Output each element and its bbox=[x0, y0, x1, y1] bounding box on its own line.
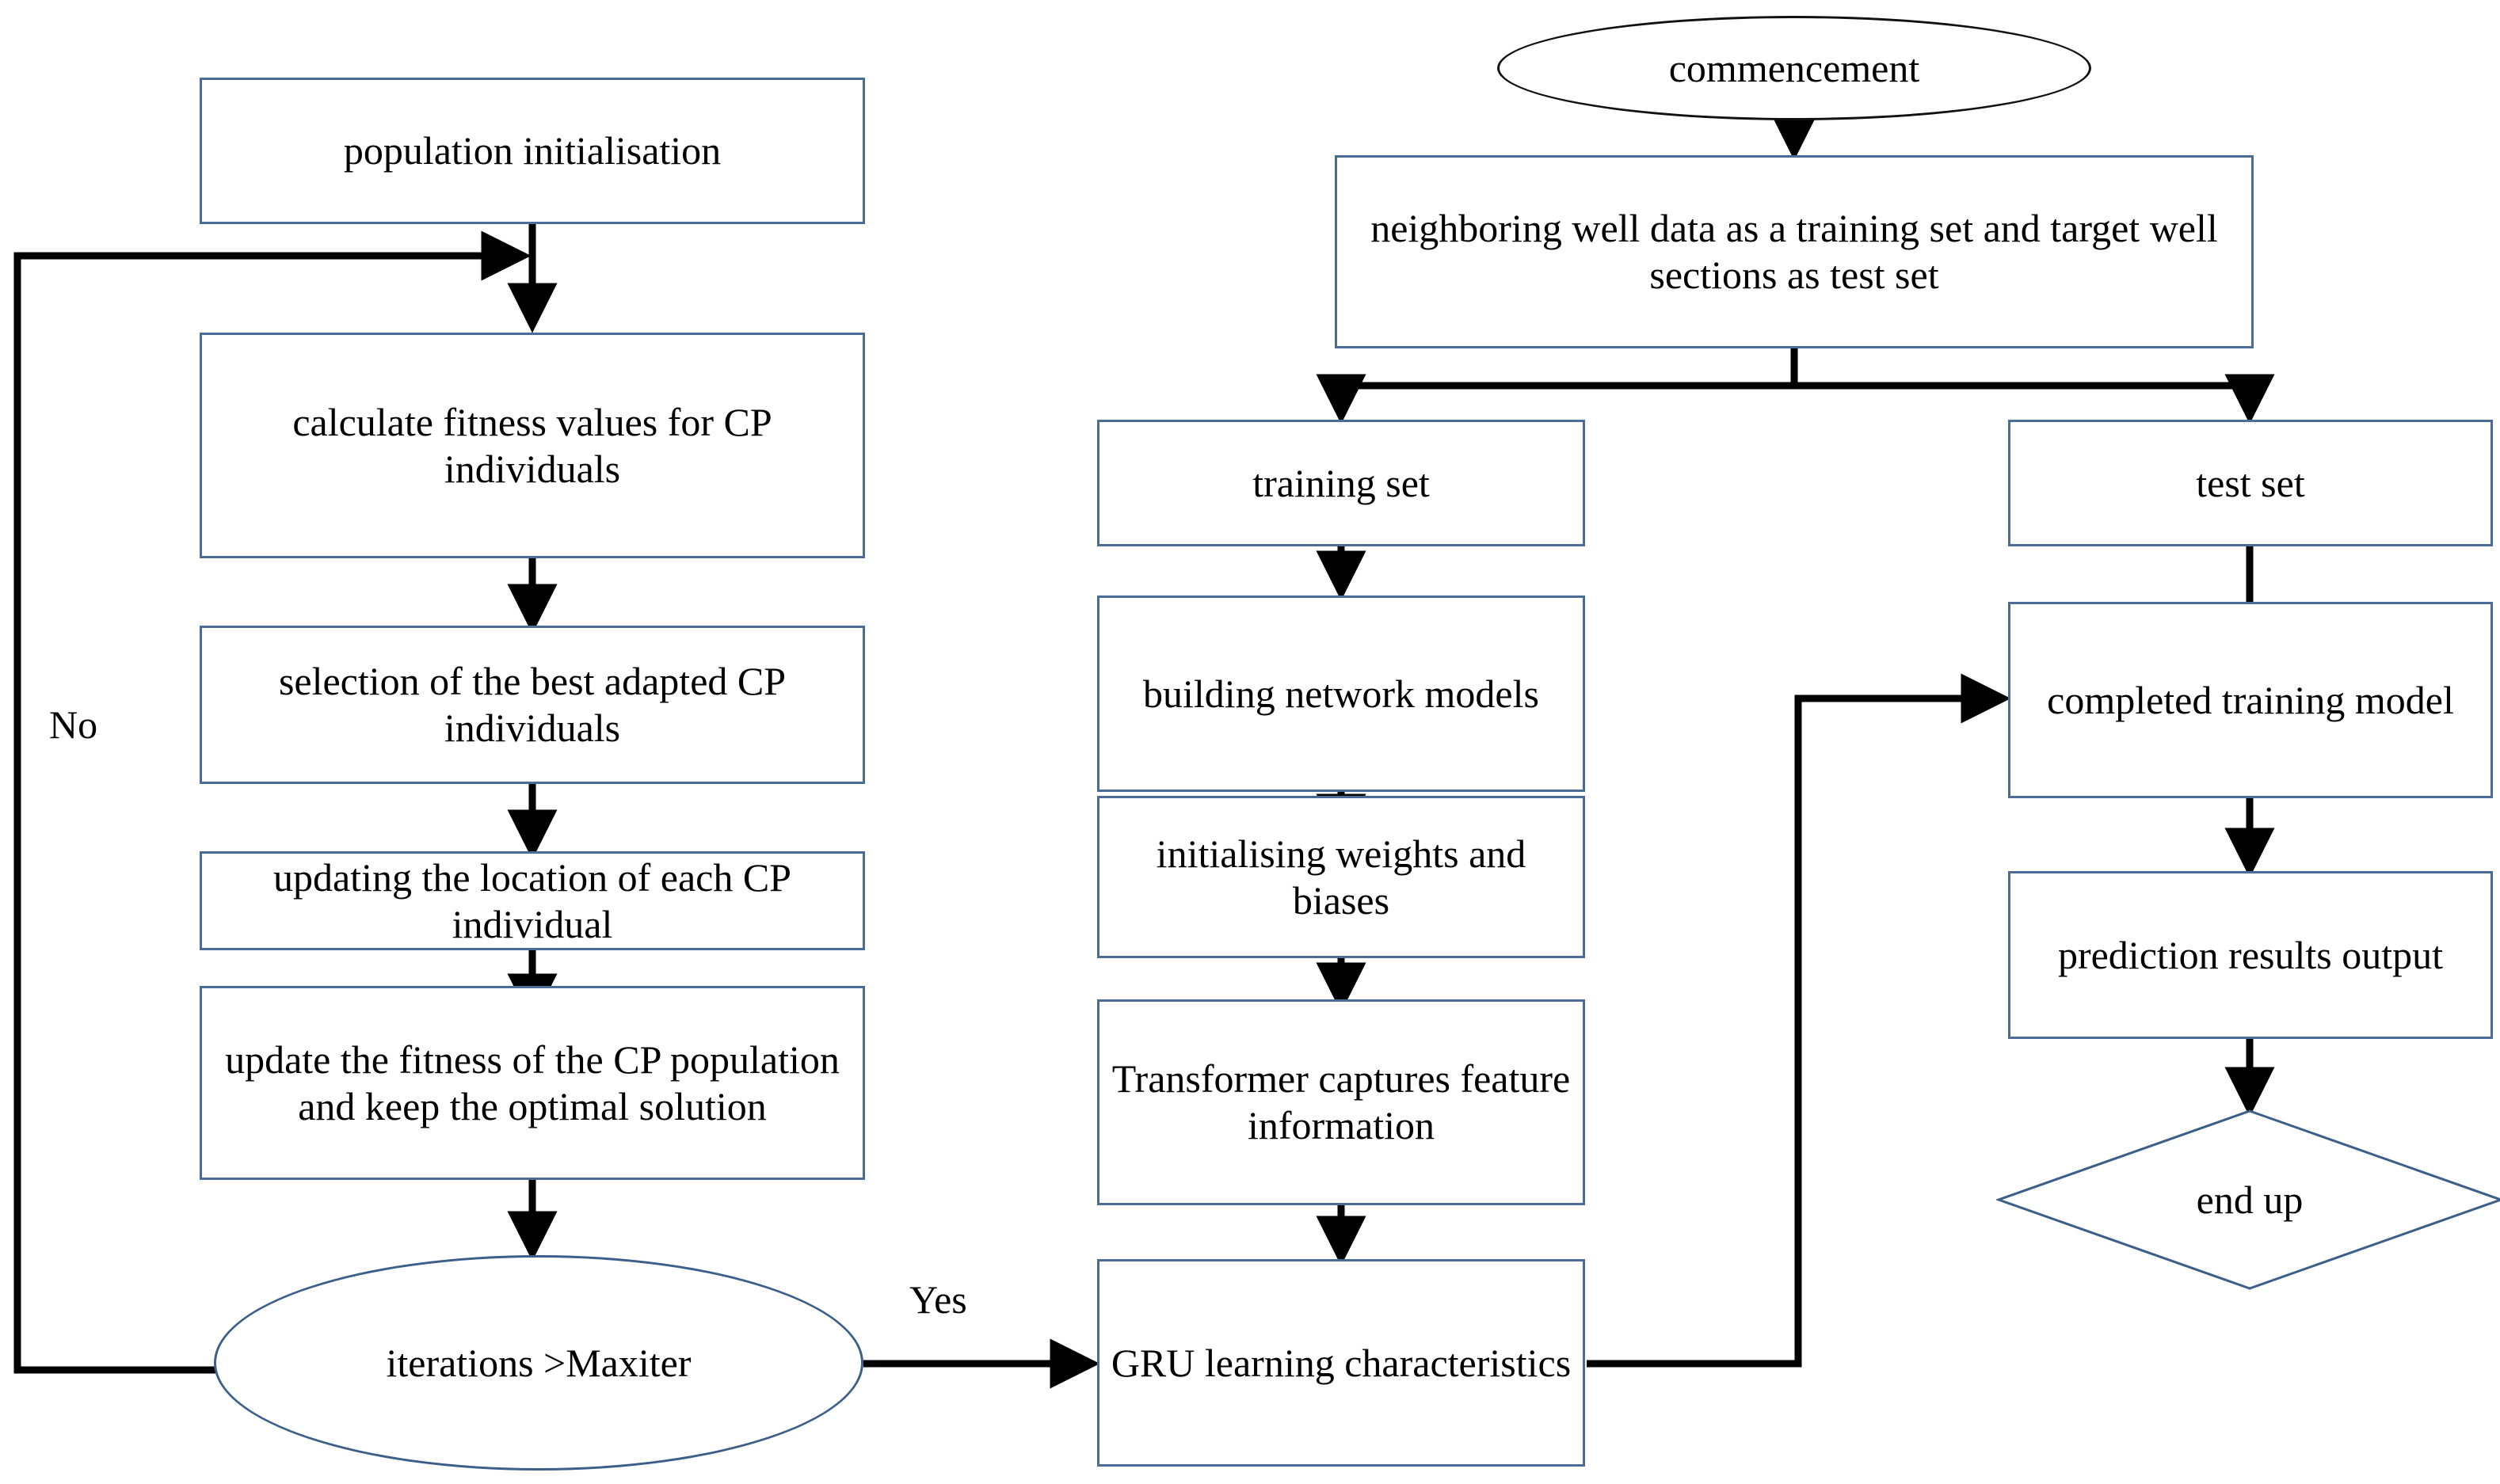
node-updating-location[interactable]: updating the location of each CP individ… bbox=[200, 851, 865, 950]
edge-datasplit-to-testset bbox=[1792, 374, 2275, 424]
node-population-initialisation[interactable]: population initialisation bbox=[200, 78, 865, 224]
node-label: end up bbox=[2196, 1178, 2304, 1222]
edge-gru-to-completedmodel bbox=[1587, 673, 2011, 1368]
node-data-split[interactable]: neighboring well data as a training set … bbox=[1335, 155, 2254, 348]
diamond-shape bbox=[1996, 1109, 2500, 1290]
node-label: Transformer captures feature information bbox=[1111, 1056, 1571, 1147]
node-label: calculate fitness values for CP individu… bbox=[292, 399, 772, 491]
edge-label-no: No bbox=[49, 702, 98, 747]
node-label: selection of the best adapted CP individ… bbox=[278, 659, 787, 750]
node-test-set[interactable]: test set bbox=[2008, 420, 2493, 546]
node-label: prediction results output bbox=[2057, 932, 2444, 977]
node-building-network-models[interactable]: building network models bbox=[1097, 596, 1585, 792]
node-label: iterations >Maxiter bbox=[386, 1340, 692, 1385]
node-label: neighboring well data as a training set … bbox=[1370, 206, 2218, 297]
node-transformer-captures[interactable]: Transformer captures feature information bbox=[1097, 999, 1585, 1205]
node-iterations-check[interactable]: iterations >Maxiter bbox=[214, 1255, 863, 1471]
node-label: test set bbox=[2196, 460, 2305, 505]
node-gru-learning[interactable]: GRU learning characteristics bbox=[1097, 1259, 1585, 1467]
node-label: updating the location of each CP individ… bbox=[272, 854, 791, 946]
edge-datasplit-to-trainingset bbox=[1316, 374, 1797, 424]
node-commencement[interactable]: commencement bbox=[1497, 16, 2091, 120]
node-label: update the fitness of the CP population … bbox=[225, 1037, 840, 1128]
node-label: commencement bbox=[1668, 45, 1920, 90]
node-end-up[interactable]: end up bbox=[1996, 1109, 2500, 1291]
node-calculate-fitness[interactable]: calculate fitness values for CP individu… bbox=[200, 333, 865, 558]
node-selection-best-adapted[interactable]: selection of the best adapted CP individ… bbox=[200, 626, 865, 784]
node-update-fitness-keep-optimal[interactable]: update the fitness of the CP population … bbox=[200, 986, 865, 1180]
node-label: completed training model bbox=[2047, 677, 2454, 722]
edge-label-yes: Yes bbox=[909, 1277, 967, 1322]
node-label: GRU learning characteristics bbox=[1111, 1340, 1572, 1385]
node-label: initialising weights and biases bbox=[1156, 831, 1526, 923]
node-label: training set bbox=[1252, 460, 1430, 505]
node-label: population initialisation bbox=[343, 128, 722, 173]
node-completed-training-model[interactable]: completed training model bbox=[2008, 602, 2493, 798]
node-label: building network models bbox=[1143, 671, 1539, 716]
node-prediction-results-output[interactable]: prediction results output bbox=[2008, 871, 2493, 1039]
node-training-set[interactable]: training set bbox=[1097, 420, 1585, 546]
node-initialising-weights-biases[interactable]: initialising weights and biases bbox=[1097, 796, 1585, 958]
